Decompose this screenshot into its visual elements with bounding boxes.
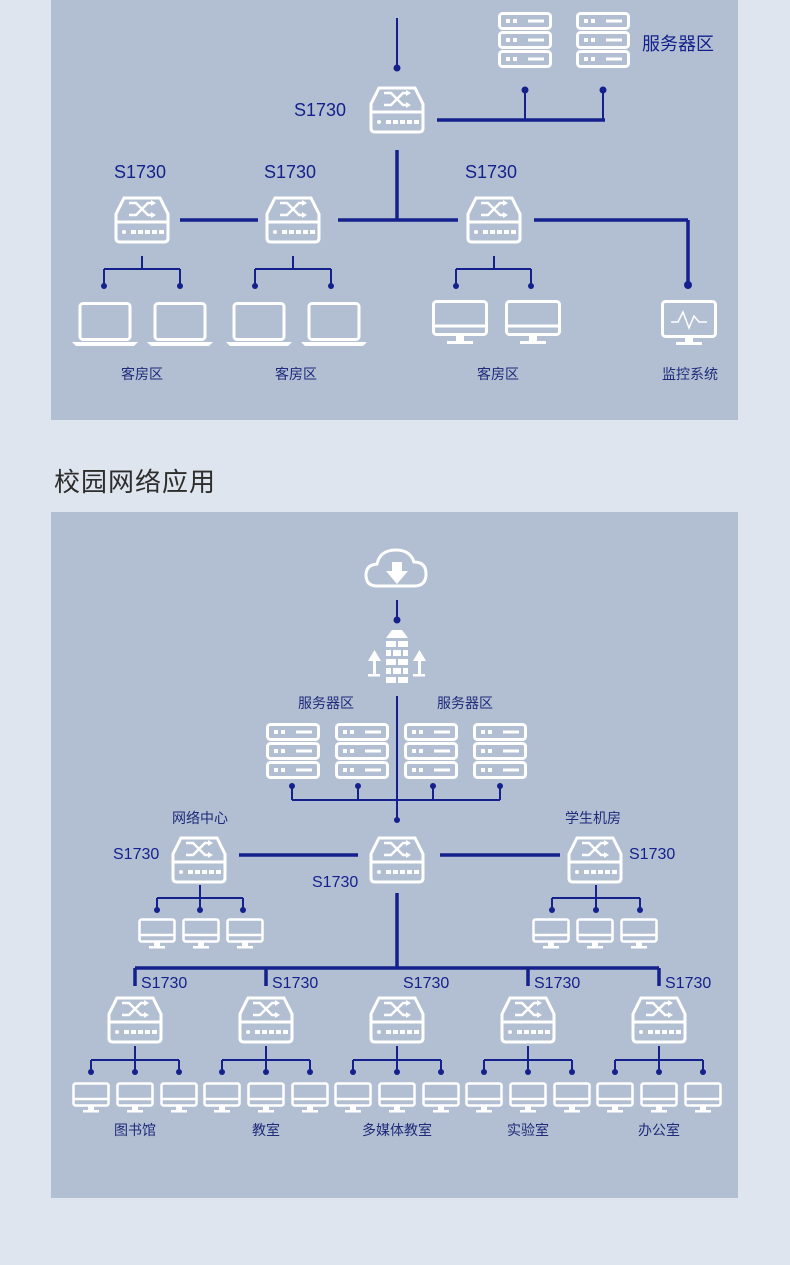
desktop-icon: [532, 918, 570, 950]
zone-label: 实验室: [507, 1122, 549, 1139]
server-rack-icon: [266, 723, 320, 779]
network-center-switch-icon: [171, 836, 227, 884]
zone-label: 客房区: [275, 366, 317, 383]
server-rack-icon: [576, 12, 630, 68]
network-center-switch-model: S1730: [113, 846, 159, 863]
desktop-icon: [72, 1082, 110, 1114]
desktop-icon: [378, 1082, 416, 1114]
access-branch: S1730 多媒体教室: [334, 975, 460, 1139]
core-switch-model: S1730: [294, 100, 346, 120]
zone-label: 客房区: [121, 366, 163, 383]
branch-switch-model: S1730: [264, 162, 316, 182]
access-branch: S1730 教室: [203, 975, 329, 1139]
desktop-monitor-icon: [505, 300, 561, 346]
desktop-icon: [182, 918, 220, 950]
access-switch-icon: [107, 996, 163, 1044]
access-switch-icon: [369, 996, 425, 1044]
desktop-icon: [160, 1082, 198, 1114]
access-switch-model: S1730: [665, 975, 711, 992]
desktop-icon: [576, 918, 614, 950]
server-zone-label: 服务器区: [642, 34, 714, 55]
laptop-icon: [299, 302, 369, 348]
student-lab-switch-model: S1730: [629, 846, 675, 863]
core-switch-model: S1730: [312, 874, 358, 891]
zone-label: 客房区: [477, 366, 519, 383]
access-switch-model: S1730: [403, 975, 449, 992]
core-switch-icon: [369, 86, 425, 134]
access-switch-model: S1730: [141, 975, 187, 992]
server-rack-icon: [404, 723, 458, 779]
network-center-label: 网络中心: [172, 811, 228, 827]
access-switch-icon: [238, 996, 294, 1044]
desktop-icon: [640, 1082, 678, 1114]
access-branch: S1730 实验室: [465, 975, 591, 1139]
cloud-download-icon: [364, 548, 428, 588]
zone-label: 办公室: [638, 1122, 680, 1139]
section-title: 校园网络应用: [54, 468, 217, 498]
desktop-icon: [465, 1082, 503, 1114]
server-zone-label: 服务器区: [298, 696, 354, 712]
desktop-icon: [116, 1082, 154, 1114]
zone-label: 教室: [252, 1122, 280, 1139]
desktop-monitor-icon: [432, 300, 488, 346]
laptop-icon: [224, 302, 294, 348]
branch-switch-icon: [265, 196, 321, 244]
branch-switch-icon: [466, 196, 522, 244]
surveillance-monitor-icon: [661, 300, 717, 347]
zone-label: 多媒体教室: [362, 1122, 432, 1139]
server-zone-label: 服务器区: [437, 696, 493, 712]
desktop-icon: [422, 1082, 460, 1114]
desktop-icon: [334, 1082, 372, 1114]
desktop-icon: [553, 1082, 591, 1114]
laptop-icon: [70, 302, 140, 348]
monitor-zone-label: 监控系统: [662, 367, 718, 383]
branch-switch-model: S1730: [114, 162, 166, 182]
access-switch-icon: [631, 996, 687, 1044]
desktop-icon: [203, 1082, 241, 1114]
access-switch-model: S1730: [272, 975, 318, 992]
zone-label: 图书馆: [114, 1123, 156, 1139]
desktop-icon: [291, 1082, 329, 1114]
student-lab-switch-icon: [567, 836, 623, 884]
desktop-icon: [596, 1082, 634, 1114]
core-switch-icon: [369, 836, 425, 884]
desktop-icon: [247, 1082, 285, 1114]
access-switch-icon: [500, 996, 556, 1044]
access-branch: S1730 图书馆: [72, 975, 198, 1139]
access-branch: S1730 办公室: [596, 975, 722, 1139]
server-rack-icon: [473, 723, 527, 779]
desktop-icon: [620, 918, 658, 950]
desktop-icon: [509, 1082, 547, 1114]
branch-switch-model: S1730: [465, 162, 517, 182]
desktop-icon: [684, 1082, 722, 1114]
laptop-icon: [145, 302, 215, 348]
access-switch-model: S1730: [534, 975, 580, 992]
server-rack-icon: [498, 12, 552, 68]
server-rack-icon: [335, 723, 389, 779]
branch-switch-icon: [114, 196, 170, 244]
desktop-icon: [226, 918, 264, 950]
student-lab-label: 学生机房: [565, 811, 621, 827]
firewall-icon: [368, 630, 426, 683]
desktop-icon: [138, 918, 176, 950]
